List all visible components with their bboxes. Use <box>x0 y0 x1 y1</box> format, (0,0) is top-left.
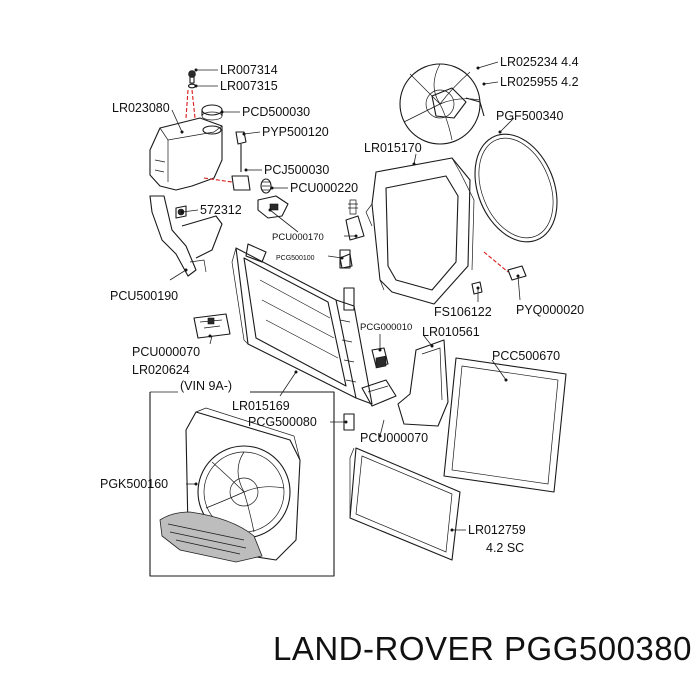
label-4-2-sc: 4.2 SC <box>486 541 524 555</box>
label-pcu000070-right: PCU000070 <box>360 431 428 445</box>
coolant-reservoir <box>149 104 223 191</box>
sensor-bracket <box>175 195 289 219</box>
label-lr007314: LR007314 <box>220 63 278 77</box>
clip-left <box>193 313 231 339</box>
footer-part-number: LAND-ROVER PGG500380 <box>272 630 692 667</box>
label-vin-9a: (VIN 9A-) <box>180 379 232 393</box>
label-pcu500190: PCU500190 <box>110 289 178 303</box>
reservoir-hose <box>203 131 272 194</box>
label-pcg500080: PCG500080 <box>248 415 317 429</box>
label-lr007315: LR007315 <box>220 79 278 93</box>
label-lr012759: LR012759 <box>468 523 526 537</box>
label-pcu000220: PCU000220 <box>290 181 358 195</box>
condenser <box>443 357 567 493</box>
radiator <box>231 243 373 405</box>
label-pcc500670: PCC500670 <box>492 349 560 363</box>
label-pgf500340: PGF500340 <box>496 109 563 123</box>
label-pcj500030: PCJ500030 <box>264 163 329 177</box>
label-pgk500160: PGK500160 <box>100 477 168 491</box>
label-pcu000070-left: PCU000070 <box>132 345 200 359</box>
label-lr025234: LR025234 4.4 <box>500 55 579 69</box>
cooling-fan <box>399 63 485 145</box>
fan-guard-inset <box>159 511 263 563</box>
label-lr010561: LR010561 <box>422 325 480 339</box>
label-pcg000010: PCG000010 <box>360 322 412 333</box>
bleed-screw <box>185 70 197 119</box>
label-pyq000020: PYQ000020 <box>516 303 584 317</box>
intercooler <box>349 447 461 561</box>
label-lr015170: LR015170 <box>364 141 422 155</box>
fan-shroud <box>365 157 475 305</box>
label-lr023080: LR023080 <box>112 101 170 115</box>
label-pcd500030: PCD500030 <box>242 105 310 119</box>
label-lr025955: LR025955 4.2 <box>500 75 579 89</box>
leader-lines <box>169 61 521 532</box>
label-fs106122: FS106122 <box>434 305 492 319</box>
label-572312: 572312 <box>200 203 242 217</box>
label-pcg500100: PCG500100 <box>276 255 315 262</box>
label-pyp500120: PYP500120 <box>262 125 329 139</box>
air-deflector <box>343 339 449 431</box>
inset-frame <box>149 391 335 577</box>
shroud-fasteners <box>339 199 527 295</box>
label-pcu000170: PCU000170 <box>272 232 324 243</box>
label-lr020624: LR020624 <box>132 363 190 377</box>
label-lr015169: LR015169 <box>232 399 290 413</box>
reservoir-bracket <box>149 195 223 277</box>
fan-seal-ring <box>474 133 558 243</box>
